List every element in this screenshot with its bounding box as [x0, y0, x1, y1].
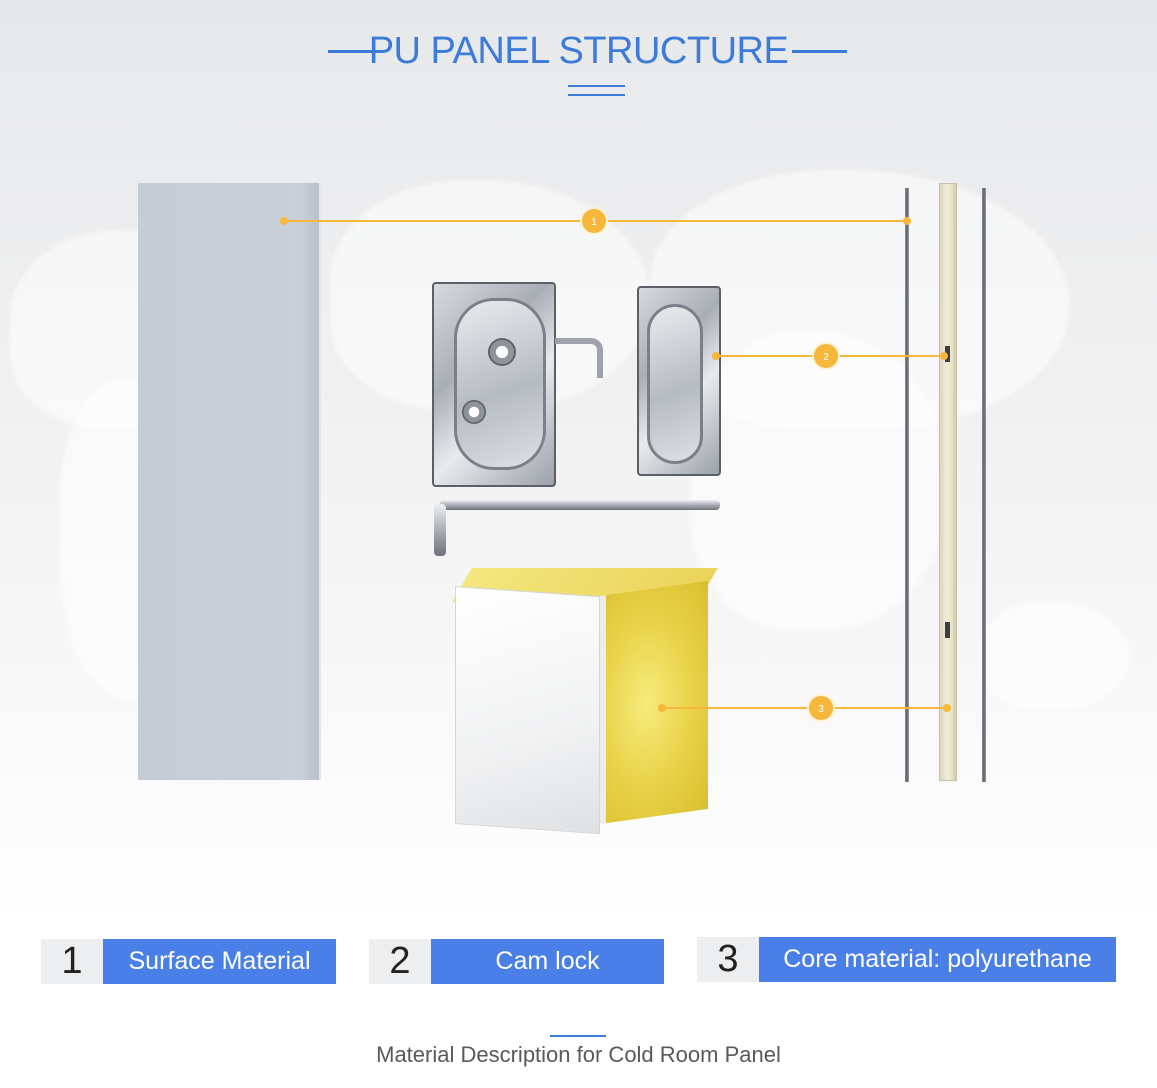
connector-endpoint: [280, 217, 288, 225]
legend-number: 3: [697, 937, 759, 982]
connector-line-3: [662, 707, 948, 709]
legend-number: 2: [369, 939, 431, 984]
title-underline-top: [568, 85, 625, 87]
marker-3: 3: [807, 694, 835, 722]
cam-notch-bottom: [945, 622, 950, 638]
connector-endpoint: [943, 704, 951, 712]
connector-endpoint: [903, 217, 911, 225]
legend-item-cam-lock: 2 Cam lock: [369, 939, 664, 984]
outer-sheet-right: [982, 188, 986, 782]
legend-item-surface-material: 1 Surface Material: [41, 939, 336, 984]
caption-text: Material Description for Cold Room Panel: [376, 1042, 781, 1067]
marker-2: 2: [812, 342, 840, 370]
legend-label: Surface Material: [103, 939, 336, 984]
title-right-rule: [792, 50, 847, 53]
outer-sheet-left: [905, 188, 909, 782]
connector-endpoint: [658, 704, 666, 712]
legend-label: Core material: polyurethane: [759, 937, 1116, 982]
title-underline-bottom: [568, 94, 625, 96]
legend-item-core-material: 3 Core material: polyurethane: [697, 937, 1116, 982]
legend-number: 1: [41, 939, 103, 984]
caption-rule: [550, 1035, 606, 1037]
surface-panel-image: [138, 183, 321, 780]
legend-label: Cam lock: [431, 939, 664, 984]
marker-1: 1: [580, 207, 608, 235]
connector-endpoint: [940, 352, 948, 360]
connector-endpoint: [712, 352, 720, 360]
title-left-rule: [328, 50, 383, 53]
core-sheet-image: [939, 183, 957, 781]
page-title: PU PANEL STRUCTURE: [368, 30, 789, 72]
